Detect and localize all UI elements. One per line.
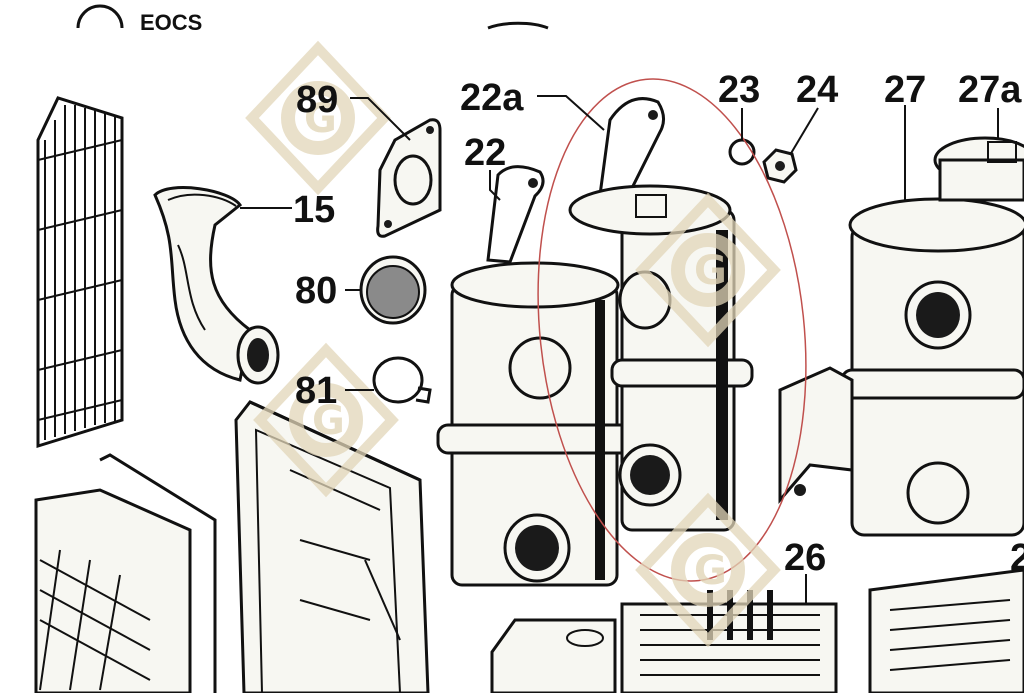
grille-part (36, 96, 124, 449)
callout-23: 23 (718, 69, 760, 111)
air-cleaner-part-22 (436, 165, 635, 587)
header-text: EOCS (140, 10, 202, 35)
svg-text:G: G (304, 96, 337, 142)
watermark-logo: G (635, 192, 781, 348)
watermark-logos: G G G G (245, 40, 781, 648)
callout-27a: 27a (958, 69, 1022, 111)
filter-disc-part-80 (359, 255, 427, 325)
highlight-ellipse (537, 78, 807, 582)
nut-part-24 (762, 148, 798, 184)
gasket-part-89 (376, 118, 442, 238)
callout-2x: 2 (1010, 537, 1024, 579)
watermark-logo: G (253, 342, 399, 498)
air-cleaner-part-22a (568, 97, 754, 532)
callout-15: 15 (293, 189, 335, 231)
washer-part-23 (728, 138, 756, 166)
air-cleaner-part-27 (778, 197, 1024, 537)
panel-part (868, 568, 1024, 693)
callout-26: 26 (784, 537, 826, 579)
callout-24: 24 (796, 69, 838, 111)
callout-27: 27 (884, 69, 926, 111)
callout-labels: 89 15 80 81 22a 22 23 24 27 27a 26 2 (293, 69, 1024, 579)
air-cleaner-part-27a (933, 136, 1024, 202)
watermark-logo: G (245, 40, 391, 196)
filter-element-part (34, 453, 217, 693)
callout-22a: 22a (460, 77, 524, 119)
svg-text:G: G (694, 248, 727, 294)
airbox-housing-part (234, 400, 430, 693)
manifold-part-26 (620, 590, 838, 693)
header-fragment: EOCS (76, 4, 549, 35)
callout-81: 81 (295, 370, 337, 412)
cover-part (490, 618, 617, 693)
clamp-part-81 (372, 356, 432, 404)
watermark-logo: G (635, 492, 781, 648)
callout-22: 22 (464, 132, 506, 174)
leader-lines (240, 95, 999, 604)
svg-text:G: G (694, 548, 727, 594)
elbow-hose-part-15 (153, 186, 280, 385)
svg-text:G: G (312, 398, 345, 444)
callout-89: 89 (296, 79, 338, 121)
callout-80: 80 (295, 270, 337, 312)
